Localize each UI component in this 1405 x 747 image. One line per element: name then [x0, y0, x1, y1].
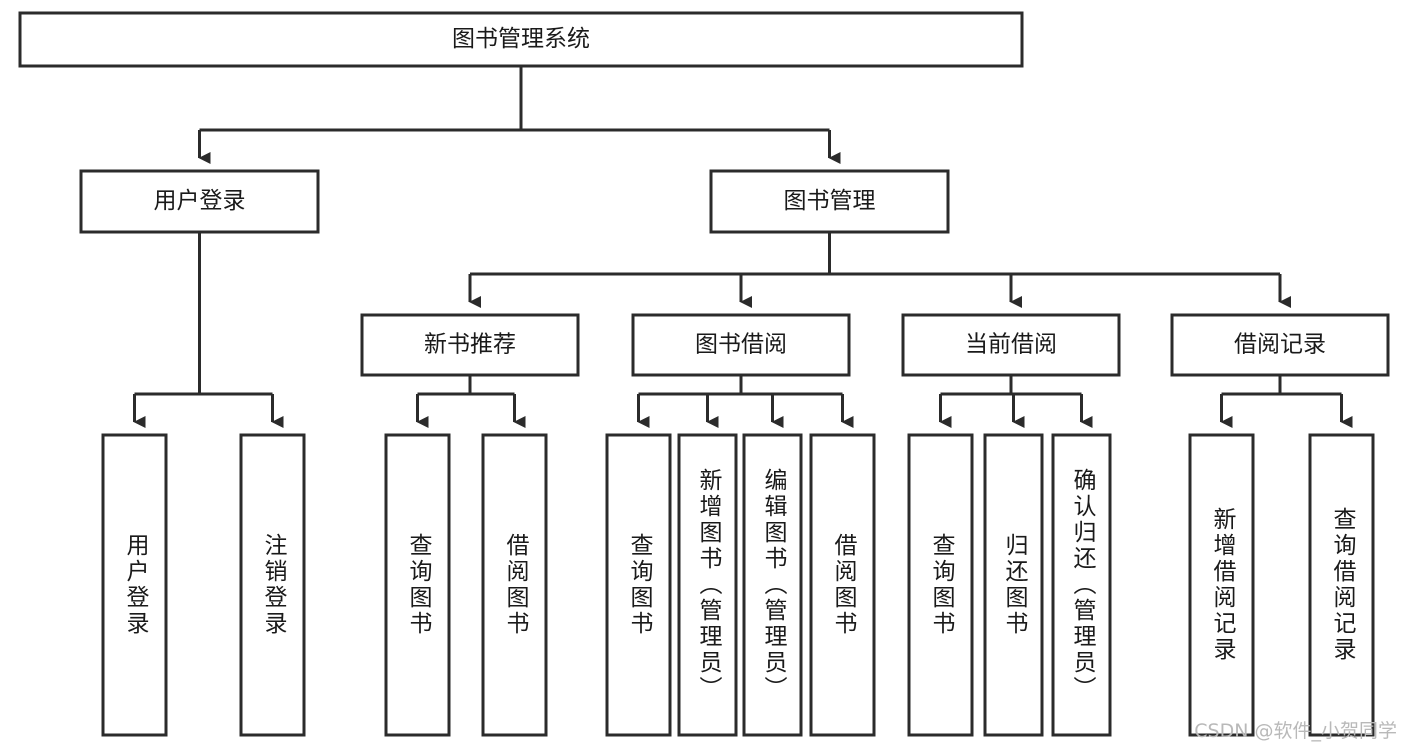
node-label: 借阅图书	[502, 533, 530, 637]
edge-group-n_current_borrow	[939, 375, 1093, 428]
node-l-cb-confirm[interactable]: 确认归还（管理员）	[1051, 433, 1112, 737]
node-n-book-borrow[interactable]: 图书借阅	[631, 313, 851, 377]
node-l-user-login[interactable]: 用户登录	[101, 433, 168, 737]
node-n-current-borrow[interactable]: 当前借阅	[901, 313, 1121, 377]
edge-group-n_book_mgmt	[468, 232, 1291, 308]
node-l-logout[interactable]: 注销登录	[239, 433, 306, 737]
node-label: 图书借阅	[695, 332, 787, 358]
node-box	[1051, 433, 1112, 737]
node-l-bb-add[interactable]: 新增图书（管理员）	[677, 433, 738, 737]
edge-group-n_new_book_rec	[416, 375, 526, 428]
node-n-user-login[interactable]: 用户登录	[79, 169, 320, 234]
node-box	[631, 313, 851, 377]
node-box	[677, 433, 738, 737]
node-box	[239, 433, 306, 737]
node-label: 图书管理系统	[452, 26, 590, 52]
edges-layer	[133, 66, 1353, 428]
node-label: 新增图书（管理员）	[695, 468, 723, 702]
node-n-book-mgmt[interactable]: 图书管理	[709, 169, 950, 234]
node-label: 归还图书	[1001, 533, 1029, 637]
node-label: 编辑图书（管理员）	[760, 468, 788, 702]
edge-group-root	[198, 66, 841, 164]
node-box	[360, 313, 580, 377]
node-l-bb-borrow[interactable]: 借阅图书	[809, 433, 876, 737]
node-root[interactable]: 图书管理系统	[18, 11, 1024, 68]
node-box	[1188, 433, 1255, 737]
node-label: 借阅记录	[1234, 332, 1326, 358]
watermark-text: CSDN @软件_小贺同学	[1194, 720, 1397, 742]
edge-group-n_borrow_record	[1220, 375, 1353, 428]
node-l-rec-query[interactable]: 查询图书	[384, 433, 451, 737]
node-label: 用户登录	[122, 533, 150, 637]
node-label: 图书管理	[784, 188, 876, 214]
node-box	[481, 433, 548, 737]
node-box	[1170, 313, 1390, 377]
node-label: 借阅图书	[830, 533, 858, 637]
node-box	[101, 433, 168, 737]
node-box	[605, 433, 672, 737]
node-l-bb-query[interactable]: 查询图书	[605, 433, 672, 737]
node-label: 查询图书	[626, 533, 654, 637]
node-label: 用户登录	[154, 188, 246, 214]
node-label: 查询图书	[928, 533, 956, 637]
node-box	[709, 169, 950, 234]
node-box	[907, 433, 974, 737]
node-label: 当前借阅	[965, 332, 1057, 358]
node-box	[809, 433, 876, 737]
node-label: 新书推荐	[424, 332, 516, 358]
node-label: 新增借阅记录	[1209, 507, 1237, 663]
nodes-layer: 图书管理系统用户登录图书管理新书推荐图书借阅当前借阅借阅记录用户登录注销登录查询…	[18, 11, 1390, 737]
node-l-bb-edit[interactable]: 编辑图书（管理员）	[742, 433, 803, 737]
node-label: 注销登录	[260, 533, 288, 637]
edge-group-n_book_borrow	[637, 375, 854, 428]
node-box	[384, 433, 451, 737]
node-n-borrow-record[interactable]: 借阅记录	[1170, 313, 1390, 377]
node-l-cb-return[interactable]: 归还图书	[983, 433, 1044, 737]
node-box	[1308, 433, 1375, 737]
node-l-cb-query[interactable]: 查询图书	[907, 433, 974, 737]
node-box	[79, 169, 320, 234]
node-box	[742, 433, 803, 737]
node-n-new-book-rec[interactable]: 新书推荐	[360, 313, 580, 377]
node-box	[18, 11, 1024, 68]
node-box	[983, 433, 1044, 737]
node-l-rec-borrow[interactable]: 借阅图书	[481, 433, 548, 737]
node-label: 查询图书	[405, 533, 433, 637]
node-l-br-query[interactable]: 查询借阅记录	[1308, 433, 1375, 737]
edge-group-n_user_login	[133, 232, 284, 428]
node-label: 查询借阅记录	[1329, 507, 1357, 663]
node-label: 确认归还（管理员）	[1069, 468, 1097, 702]
node-box	[901, 313, 1121, 377]
node-l-br-add[interactable]: 新增借阅记录	[1188, 433, 1255, 737]
